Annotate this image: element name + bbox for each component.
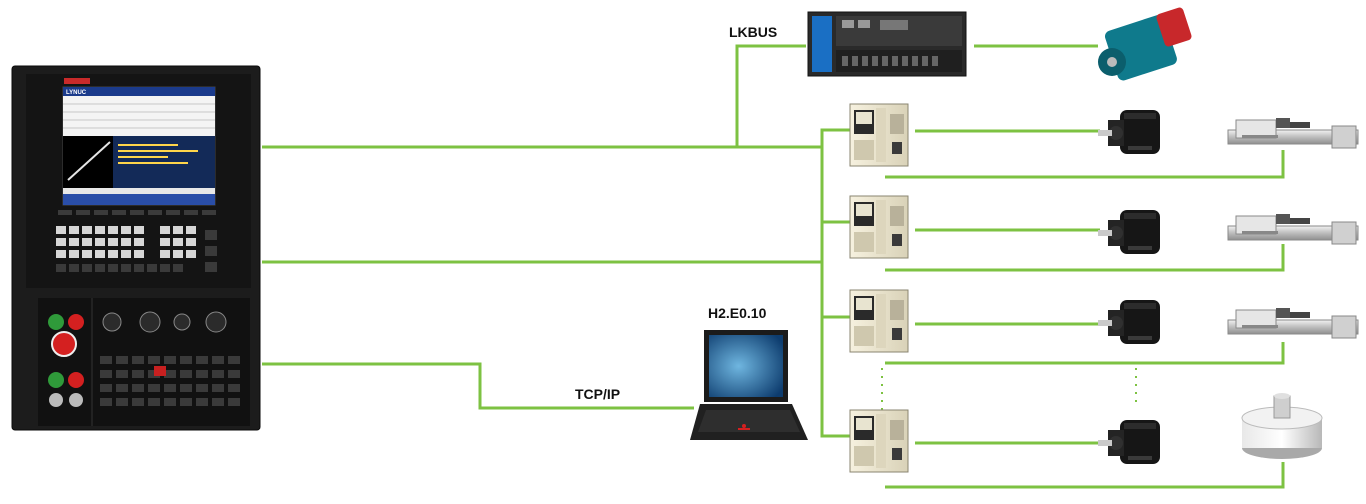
- servo-motor-icon: [1098, 420, 1160, 464]
- servo-drive-icon: [849, 409, 909, 473]
- start-button-icon: [48, 314, 64, 330]
- servo-motor-icon: [1098, 110, 1160, 154]
- rotary-encoder-icon: [1241, 393, 1323, 459]
- tcpip-label: TCP/IP: [575, 386, 621, 402]
- link-lkbus: [262, 44, 806, 149]
- emergency-stop-icon: [51, 331, 77, 357]
- servo-drive-icon: [849, 289, 909, 353]
- servo-motor-icon: [1098, 210, 1160, 254]
- servo-drive-icon: [849, 195, 909, 259]
- controller-brand-text: LYNUC: [66, 90, 87, 96]
- linear-scale-icon: [1227, 307, 1359, 339]
- linear-scale-icon: [1227, 213, 1359, 245]
- servo-motor-icon: [1098, 300, 1160, 344]
- cnc-controller-icon: LYNUC: [11, 65, 261, 431]
- lkbus-label: LKBUS: [729, 24, 778, 40]
- connection-lines: [262, 44, 1285, 489]
- link-drive-bus-1: [262, 128, 852, 149]
- link-tcpip: [262, 362, 694, 410]
- servo-drive-icon: [849, 103, 909, 167]
- software-version-label: H2.E0.10: [708, 305, 767, 321]
- laptop-icon: [690, 330, 808, 440]
- spindle-motor-icon: [1098, 7, 1192, 81]
- linear-scale-icon: [1227, 117, 1359, 149]
- spindle-drive-icon: [807, 11, 967, 77]
- link-drive-backbone: [820, 130, 852, 438]
